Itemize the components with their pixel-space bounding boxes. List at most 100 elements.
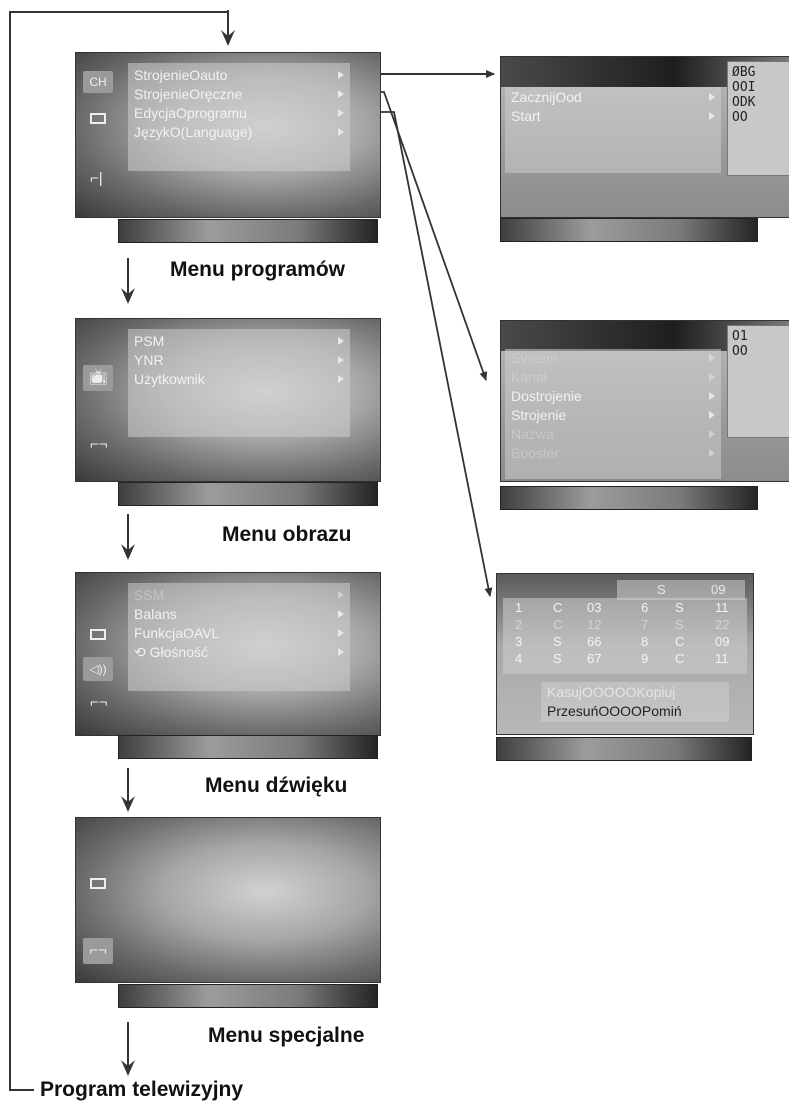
edit-cell[interactable]: 11 <box>715 600 729 615</box>
menu-item-ynr[interactable]: YNR <box>134 352 344 368</box>
edit-cell[interactable]: 4 <box>515 651 523 666</box>
picture-icon[interactable]: 📺︎ <box>83 365 113 391</box>
edit-cell[interactable]: 03 <box>587 600 602 615</box>
special-icon[interactable]: ⌐¬ <box>90 436 108 453</box>
menu-item-tuning[interactable]: Strojenie <box>511 407 715 423</box>
menu-specjalne-screen: ⌐¬ <box>75 817 381 983</box>
arrow-right-icon <box>709 354 715 362</box>
arrow-right-icon <box>338 337 344 345</box>
edit-cell[interactable]: 09 <box>715 634 730 649</box>
edit-cell[interactable]: S <box>553 651 562 666</box>
arrow-right-icon <box>709 93 715 101</box>
edit-cell[interactable]: S <box>675 600 684 615</box>
arrow-right-icon <box>709 373 715 381</box>
edit-cell[interactable]: 6 <box>641 600 649 615</box>
arrow-right-icon <box>338 610 344 618</box>
menu-item-ssm[interactable]: SSM <box>134 587 344 603</box>
menu-item-balance[interactable]: Balans <box>134 606 344 622</box>
arrow-right-icon <box>338 648 344 656</box>
menu-item-language[interactable]: JęzykO(Language) <box>134 124 344 140</box>
edit-cell[interactable]: 7 <box>641 617 649 632</box>
picture-icon[interactable] <box>90 113 106 124</box>
edit-cell[interactable]: 12 <box>587 617 602 632</box>
submenu-manual-info: O1 OO <box>727 325 789 438</box>
arrow-right-icon <box>709 449 715 457</box>
submenu-auto-screen: ZacznijOod Start ØBG OOI ODK OO <box>500 56 789 218</box>
info-channel: OOI <box>732 80 756 95</box>
picture-icon[interactable] <box>90 629 106 640</box>
special-icon[interactable]: ⌐| <box>90 170 103 187</box>
submenu-manual-screen: System Kanał Dostrojenie Strojenie Nazwa… <box>500 320 789 482</box>
menu-item-edit[interactable]: EdycjaOprogramu <box>134 105 344 121</box>
edit-cell[interactable]: S <box>553 634 562 649</box>
menu-item-avl[interactable]: FunkcjaOAVL <box>134 625 344 641</box>
edit-cell[interactable]: 11 <box>715 651 729 666</box>
edit-header-panel: S 09 <box>617 580 745 600</box>
edit-cell[interactable]: C <box>553 600 563 615</box>
arrow-right-icon <box>338 109 344 117</box>
menu-item-booster[interactable]: Booster <box>511 445 715 461</box>
menu-programow-bar <box>118 219 378 243</box>
menu-obrazu-bar <box>118 482 378 506</box>
caption-menu-specjalne: Menu specjalne <box>208 1024 365 1047</box>
edit-header-s: S <box>657 582 666 597</box>
edit-cell[interactable]: 8 <box>641 634 649 649</box>
volume-icon: ⟲ <box>134 644 150 660</box>
edit-cell[interactable]: 66 <box>587 634 602 649</box>
menu-item-manual[interactable]: StrojenieOręczne <box>134 86 344 102</box>
info-standard: ODK <box>732 95 756 110</box>
arrow-right-icon <box>338 629 344 637</box>
edit-cell[interactable]: 2 <box>515 617 523 632</box>
menu-item-start-from[interactable]: ZacznijOod <box>511 89 715 105</box>
edit-cell[interactable]: 3 <box>515 634 523 649</box>
menu-programow-panel: StrojenieOauto StrojenieOręczne EdycjaOp… <box>128 63 350 171</box>
edit-cell[interactable]: C <box>553 617 563 632</box>
edit-cell[interactable]: C <box>675 651 685 666</box>
edit-cell[interactable]: 9 <box>641 651 649 666</box>
menu-item-user[interactable]: Użytkownik <box>134 371 344 387</box>
caption-menu-programow: Menu programów <box>170 258 346 281</box>
edit-footer-line-1[interactable]: KasujOOOOOKopiuj <box>547 684 676 700</box>
submenu-manual-bar <box>500 486 758 510</box>
info-program: OO <box>732 110 748 125</box>
edit-cell[interactable]: C <box>675 634 685 649</box>
special-icon[interactable]: ⌐¬ <box>83 938 113 964</box>
menu-item-finetune[interactable]: Dostrojenie <box>511 388 715 404</box>
programme-icon[interactable]: CH <box>83 71 113 93</box>
arrow-right-icon <box>709 411 715 419</box>
info-system: ØBG <box>732 65 756 80</box>
edit-cell[interactable]: 22 <box>715 617 730 632</box>
special-icon[interactable]: ⌐¬ <box>90 694 108 711</box>
menu-item-auto[interactable]: StrojenieOauto <box>134 67 344 83</box>
menu-dzwieku-screen: ◁)) ⌐¬ SSM Balans FunkcjaOAVL ⟲ Głośność <box>75 572 381 736</box>
edit-footer-line-2[interactable]: PrzesuńOOOOPomiń <box>547 703 682 719</box>
submenu-edit-bar <box>496 737 752 761</box>
menu-item-volume[interactable]: ⟲ Głośność <box>134 644 344 660</box>
submenu-auto-panel: ZacznijOod Start <box>505 87 721 173</box>
caption-menu-obrazu: Menu obrazu <box>222 523 352 546</box>
menu-item-name[interactable]: Nazwa <box>511 426 715 442</box>
menu-item-channel[interactable]: Kanał <box>511 369 715 385</box>
program-telewizyjny-label: Program telewizyjny <box>40 1078 244 1101</box>
arrow-right-icon <box>338 356 344 364</box>
info-value: OO <box>732 344 748 359</box>
edit-cell[interactable]: 67 <box>587 651 602 666</box>
arrow-right-icon <box>338 591 344 599</box>
arrow-right-icon <box>709 430 715 438</box>
menu-programow-screen: CH ⌐| StrojenieOauto StrojenieOręczne Ed… <box>75 52 381 218</box>
edit-cell[interactable]: S <box>675 617 684 632</box>
menu-item-start[interactable]: Start <box>511 108 715 124</box>
edit-header-09: 09 <box>711 582 726 597</box>
picture-icon[interactable] <box>90 878 106 889</box>
menu-dzwieku-panel: SSM Balans FunkcjaOAVL ⟲ Głośność <box>128 583 350 691</box>
menu-item-psm[interactable]: PSM <box>134 333 344 349</box>
menu-item-system[interactable]: System <box>511 350 715 366</box>
edit-cell[interactable]: 1 <box>515 600 523 615</box>
sound-icon[interactable]: ◁)) <box>83 657 113 681</box>
menu-dzwieku-bar <box>118 735 378 759</box>
arrow-right-icon <box>338 375 344 383</box>
arrow-right-icon <box>338 128 344 136</box>
